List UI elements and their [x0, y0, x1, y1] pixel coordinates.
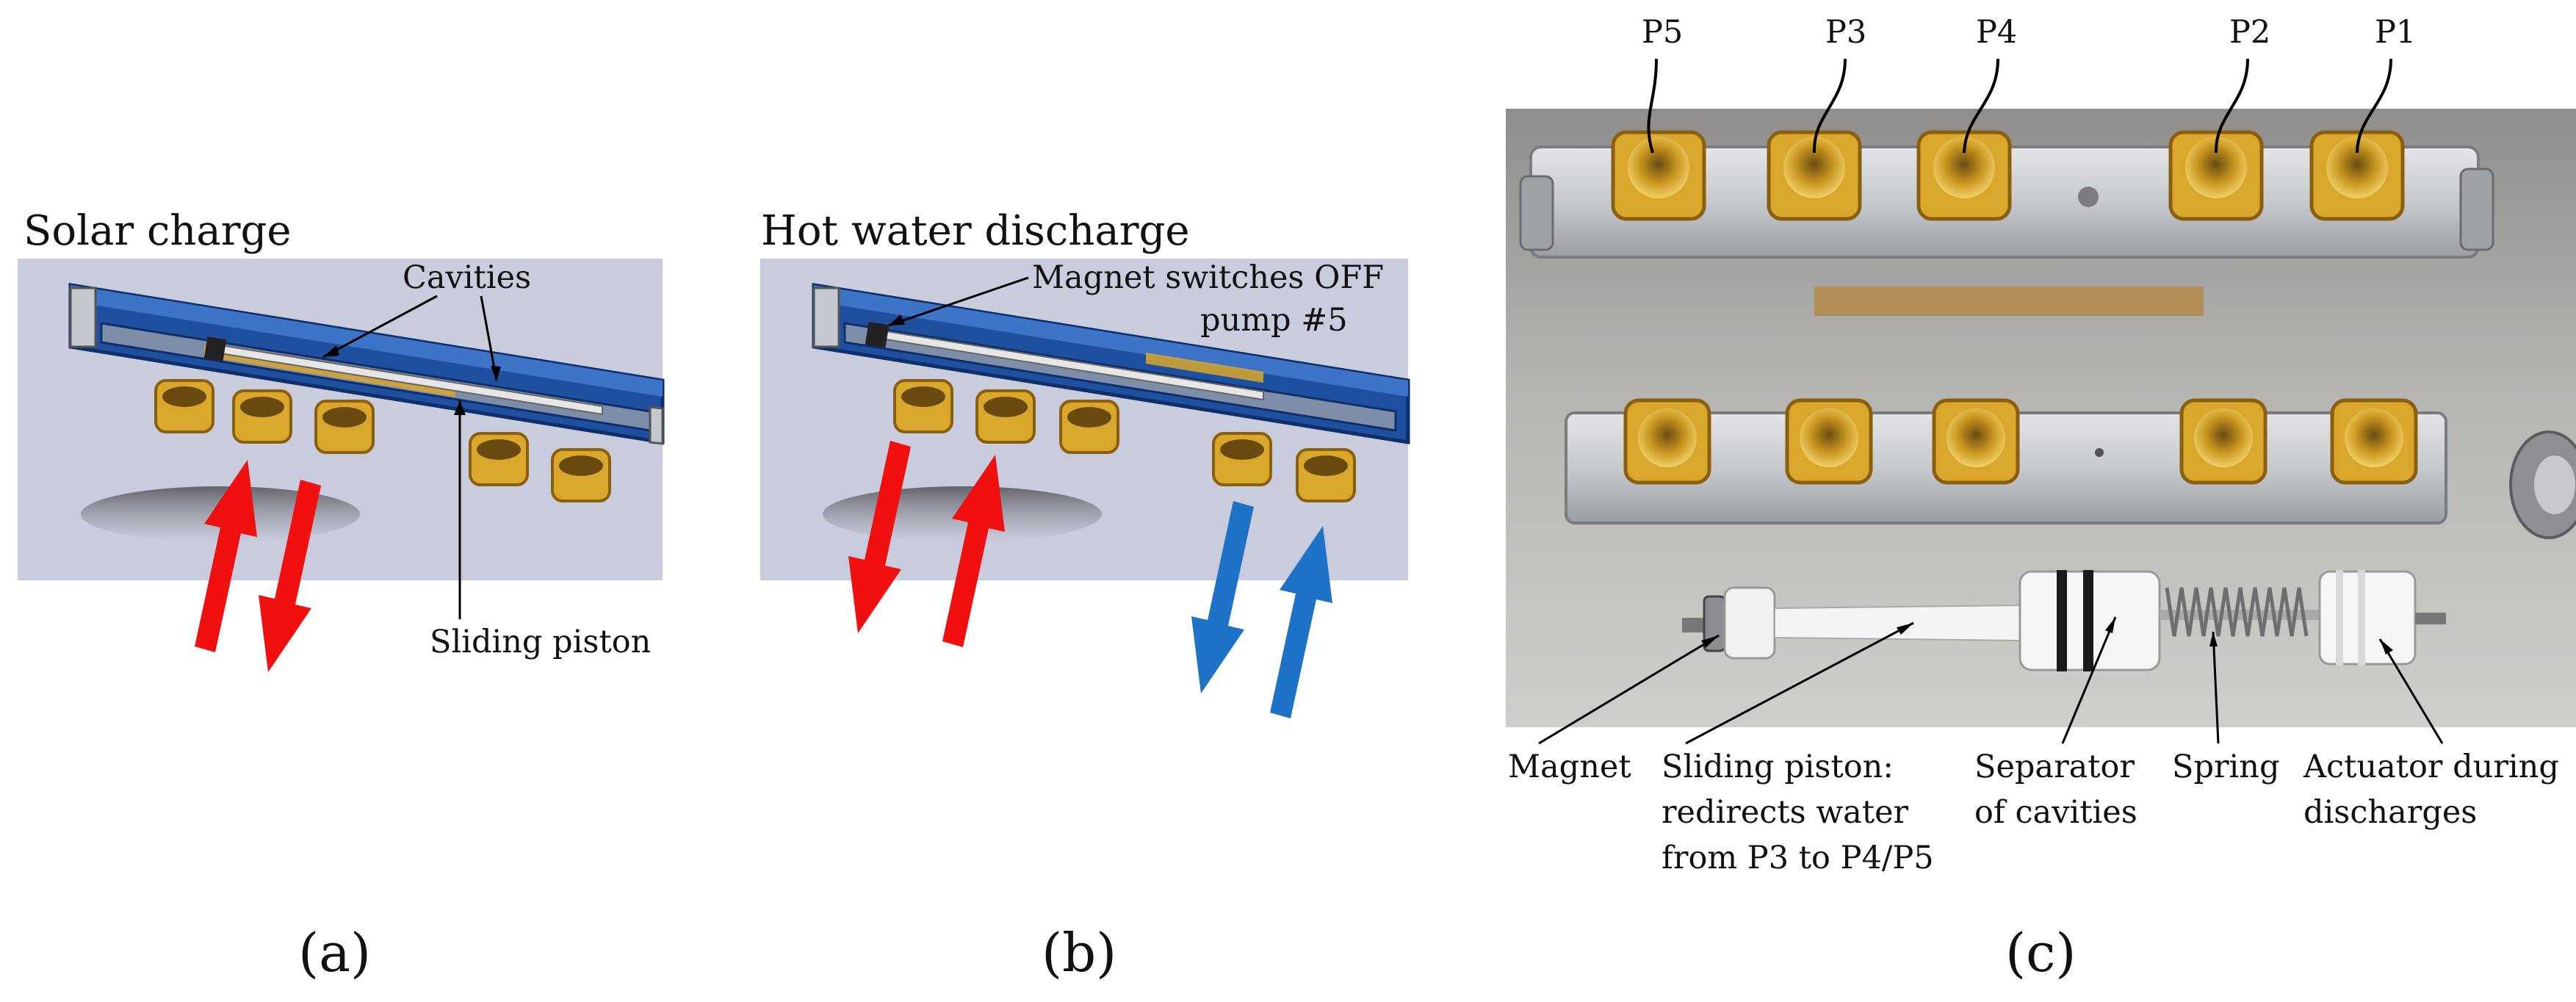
red-arrow-up: [195, 460, 257, 652]
panel-a-fittings: [154, 379, 611, 502]
sliding-piston-label-2: redirects water: [1662, 794, 1909, 831]
brass-fitting: [1932, 398, 2020, 485]
port-label-p1: P1: [2375, 14, 2416, 51]
magnet-label: Magnet: [1508, 749, 1631, 785]
magnet-switch-label-1: Magnet switches OFF: [1032, 259, 1384, 296]
red-arrow-down: [848, 441, 911, 633]
port-fitting-p2: [2168, 130, 2264, 221]
port-label-p5: P5: [1642, 14, 1683, 51]
port-fitting-p5: [1611, 130, 1706, 221]
panel-b-arrows: [848, 441, 1332, 718]
lower-bar: [1565, 411, 2576, 539]
port-fitting-p1: [2309, 130, 2405, 221]
panel-b-fittings: [893, 379, 1356, 502]
blue-arrow-down: [1191, 501, 1254, 693]
brass-fitting: [1212, 432, 1272, 486]
separator-label-2: of cavities: [1974, 794, 2137, 831]
brass-fitting: [1296, 448, 1356, 502]
panel-b-piston: [865, 322, 1264, 401]
brass-fitting: [1059, 400, 1119, 454]
magnet-switch-label-2: pump #5: [1200, 302, 1348, 339]
port-leaders: [1647, 58, 2392, 154]
part-leaders: [1538, 616, 2444, 745]
lower-fittings: [1623, 398, 2418, 485]
sliding-piston-label: Sliding piston: [430, 624, 651, 660]
brass-fitting: [893, 379, 953, 433]
port-label-p3: P3: [1825, 14, 1866, 51]
panel-b-title: Hot water discharge: [761, 207, 1189, 255]
panel-a-title: Solar charge: [24, 207, 292, 255]
brass-fitting: [1623, 398, 1711, 485]
brass-fitting: [232, 389, 292, 444]
red-arrow-down: [259, 480, 321, 672]
brass-fitting: [1785, 398, 1873, 485]
cavities-label: Cavities: [403, 259, 531, 296]
blue-arrow-up: [1270, 526, 1332, 718]
actuator-label-2: discharges: [2303, 794, 2477, 831]
magnet: [865, 322, 890, 348]
port-label-p4: P4: [1976, 14, 2017, 51]
sliding-piston-label-3: from P3 to P4/P5: [1662, 840, 1934, 876]
panel-b: Hot water discharge: [760, 207, 1410, 984]
brass-fitting: [975, 389, 1036, 444]
panel-a-piston: [203, 336, 603, 416]
brass-fitting: [154, 379, 214, 433]
brass-fitting: [314, 400, 375, 454]
brass-fitting: [2330, 398, 2418, 485]
photo-spring: [2165, 587, 2309, 637]
brass-fitting: [2179, 398, 2267, 485]
caption-b: (b): [1042, 922, 1116, 984]
magnet-leader: [888, 276, 1029, 327]
brass-fitting: [469, 432, 529, 486]
caption-a: (a): [298, 922, 371, 984]
port-fitting-p4: [1916, 130, 2012, 221]
red-arrow-up: [942, 455, 1005, 647]
upper-fittings: [1611, 130, 2405, 221]
separator-label-1: Separator: [1974, 749, 2135, 785]
sliding-piston-label-1: Sliding piston:: [1662, 749, 1894, 785]
panel-a: Solar charge: [18, 207, 665, 984]
panel-c: P5 P3 P4 P2 P1 Magnet Sliding piston: re…: [1506, 14, 2576, 984]
panel-a-arrows: [195, 460, 321, 672]
spring-label: Spring: [2172, 749, 2280, 785]
caption-c: (c): [2005, 922, 2077, 984]
piston-assembly: [1682, 570, 2446, 671]
port-fitting-p3: [1767, 130, 1862, 221]
actuator-label-1: Actuator during: [2303, 749, 2559, 785]
port-label-p2: P2: [2229, 14, 2270, 51]
brass-fitting: [551, 448, 611, 502]
